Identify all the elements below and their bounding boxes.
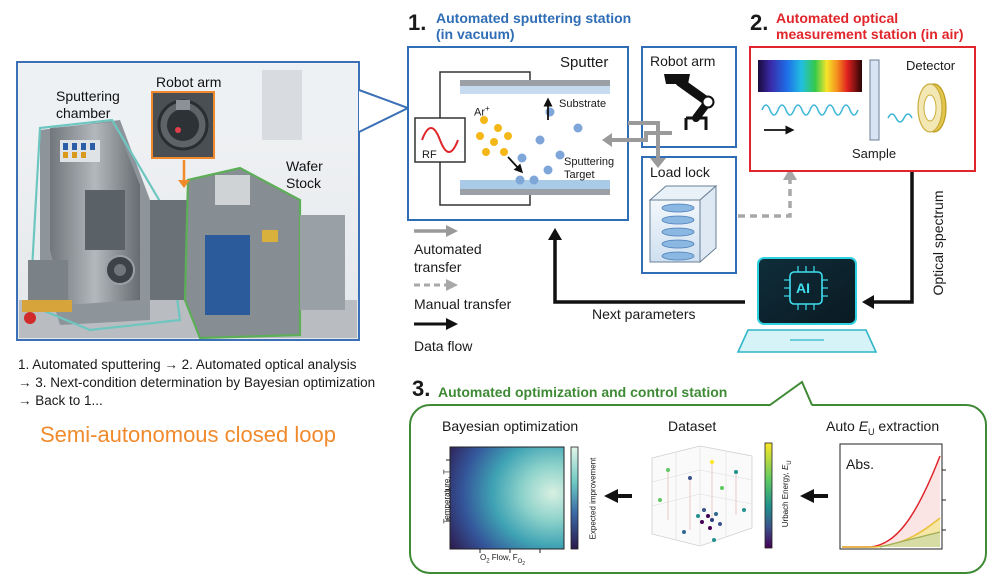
robot-arm-box bbox=[641, 46, 737, 148]
urbach-extraction-plot bbox=[839, 443, 946, 550]
summary-line-1: 1. Automated sputtering → 2. Automated o… bbox=[18, 357, 357, 372]
station3-title: Automated optimization and control stati… bbox=[438, 384, 728, 400]
load-lock-label: Load lock bbox=[650, 164, 710, 180]
station1-title-line2: (in vacuum) bbox=[436, 26, 515, 42]
load-lock-box bbox=[641, 156, 737, 274]
data-flow-arrows bbox=[553, 172, 914, 304]
station1-number: 1. bbox=[408, 10, 427, 35]
station2-number: 2. bbox=[750, 10, 769, 35]
robot-arm-label: Robot arm bbox=[650, 53, 716, 69]
legend-manual-transfer: Manual transfer bbox=[414, 296, 512, 312]
arrow-to-ai-head bbox=[862, 295, 874, 309]
dataset-cbar-sub: U bbox=[786, 460, 793, 465]
optical-station-box bbox=[749, 46, 976, 172]
bayes-xlabel: O2 Flow, FO2 bbox=[480, 553, 525, 567]
label-wafer-stock: Wafer Stock bbox=[286, 158, 323, 191]
photo-callout-pointer bbox=[358, 89, 411, 133]
bayes-colorbar-label: Expected improvement bbox=[588, 457, 598, 540]
legend-data-flow: Data flow bbox=[414, 338, 473, 354]
sample-label: Sample bbox=[852, 146, 897, 161]
automated-transfer-arrows bbox=[602, 121, 672, 168]
station3-number: 3. bbox=[412, 376, 431, 401]
station1-title-line1: Automated sputtering station bbox=[436, 10, 632, 26]
manual-transfer-arrow bbox=[738, 168, 797, 218]
bayes-xlabel-sub3: 2 bbox=[522, 560, 526, 567]
extraction-title-sub: U bbox=[868, 426, 875, 437]
bayes-xlabel-sub2: O bbox=[517, 558, 523, 565]
arrow-extract-to-dataset-head bbox=[800, 489, 814, 503]
extraction-title-main: Auto bbox=[826, 418, 859, 434]
dataset-cbar-var: E bbox=[781, 464, 791, 471]
bayes-title: Bayesian optimization bbox=[442, 418, 579, 434]
loop-title: Semi-autonomous closed loop bbox=[40, 422, 336, 447]
detector-label: Detector bbox=[906, 58, 956, 73]
optical-spectrum-label: Optical spectrum bbox=[930, 190, 946, 296]
ai-text: AI bbox=[796, 280, 810, 296]
rf-label: RF bbox=[422, 149, 437, 161]
dataset-3d-scatter bbox=[651, 442, 773, 549]
bayes-xlabel-rest: Flow, F bbox=[489, 553, 518, 562]
bayes-ylabel: Temperature, T bbox=[442, 469, 452, 524]
extraction-title-var: E bbox=[858, 418, 869, 434]
ar-ion-label: Ar+ bbox=[474, 104, 490, 119]
arrow-dataset-to-bayes-head bbox=[604, 489, 618, 503]
summary-line-2: → 3. Next-condition determination by Bay… bbox=[18, 375, 376, 390]
robot-arm-inset-photo bbox=[151, 91, 215, 159]
station2-title-line1: Automated optical bbox=[776, 10, 899, 26]
summary-line-3: → Back to 1... bbox=[18, 393, 103, 408]
bayes-xlabel-o: O bbox=[480, 553, 487, 562]
sputter-box bbox=[407, 46, 629, 221]
extraction-title: Auto EU extraction bbox=[826, 418, 939, 437]
sputtering-target-label: Sputtering Target bbox=[564, 156, 615, 181]
bayesian-heatmap bbox=[446, 446, 579, 553]
abs-label: Abs. bbox=[846, 456, 875, 472]
extraction-title-rest: extraction bbox=[874, 418, 940, 434]
ar-sup: + bbox=[485, 104, 490, 113]
substrate-label: Substrate bbox=[559, 98, 607, 110]
label-sputtering-chamber: Sputtering chamber bbox=[56, 88, 120, 121]
legend-samples bbox=[414, 225, 458, 330]
bayes-xlabel-sub: 2 bbox=[486, 558, 490, 565]
next-parameters-label: Next parameters bbox=[592, 306, 696, 322]
dataset-title: Dataset bbox=[668, 418, 717, 434]
dataset-colorbar-label: Urbach Energy, EU bbox=[781, 449, 793, 539]
ar-text: Ar bbox=[474, 106, 485, 119]
sputter-label: Sputter bbox=[560, 54, 609, 71]
arrow-to-sputter-head bbox=[548, 228, 562, 240]
ai-laptop-icon bbox=[736, 257, 878, 353]
station2-title-line2: measurement station (in air) bbox=[776, 26, 964, 42]
legend-automated-transfer: Automated transfer bbox=[414, 241, 482, 275]
dataset-cbar-main: Urbach Energy, bbox=[781, 470, 791, 528]
label-robot-arm-photo: Robot arm bbox=[156, 74, 222, 90]
